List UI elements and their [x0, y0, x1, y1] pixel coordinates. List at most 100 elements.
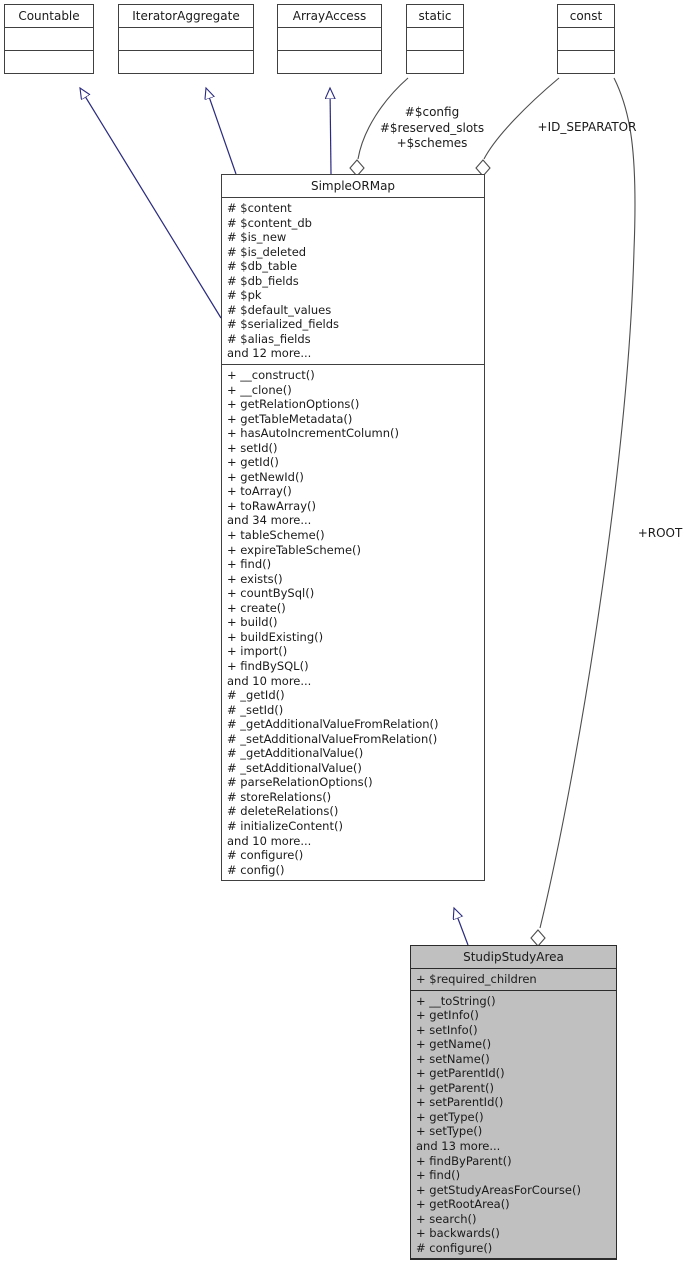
- attributes-compartment-static: [407, 28, 463, 51]
- class-member: # configure(): [416, 1240, 493, 1255]
- class-member: + getId(): [227, 455, 279, 470]
- class-member: # $content_db: [227, 215, 312, 230]
- class-name-studipstudyarea: StudipStudyArea: [411, 946, 616, 969]
- class-member: # $db_table: [227, 259, 298, 274]
- operations-compartment-iteratoraggregate: [119, 51, 253, 73]
- class-member: # _setAdditionalValue(): [227, 760, 362, 775]
- edge-simpleormap-iteratoraggregate: [206, 88, 237, 175]
- class-member: + buildExisting(): [227, 629, 324, 644]
- attributes-compartment-studipstudyarea: + $required_children: [411, 969, 616, 991]
- class-member: # storeRelations(): [227, 789, 332, 804]
- class-box-simpleormap[interactable]: SimpleORMap # $content# $content_db# $is…: [221, 174, 485, 882]
- class-member: + hasAutoIncrementColumn(): [227, 426, 399, 441]
- class-member: and 13 more...: [416, 1139, 501, 1154]
- class-name-simpleormap: SimpleORMap: [222, 175, 484, 198]
- class-member: # $is_deleted: [227, 244, 307, 259]
- class-name-arrayaccess: ArrayAccess: [278, 5, 381, 28]
- class-member: # parseRelationOptions(): [227, 775, 373, 790]
- class-member: + search(): [416, 1211, 477, 1226]
- class-member: + tableScheme(): [227, 528, 325, 543]
- class-member: + __toString(): [416, 993, 496, 1008]
- class-member: + __construct(): [227, 368, 315, 383]
- class-member: + toArray(): [227, 484, 292, 499]
- operations-compartment-studipstudyarea: + __toString()+ getInfo()+ setInfo()+ ge…: [411, 991, 616, 1260]
- edge-studipstudyarea-simpleormap: [454, 908, 469, 946]
- class-member: # $content: [227, 201, 292, 215]
- class-member: and 10 more...: [227, 673, 312, 688]
- class-box-iteratoraggregate[interactable]: IteratorAggregate: [118, 4, 254, 74]
- edge-const-studipstudyarea: [530, 77, 636, 947]
- class-member: + backwards(): [416, 1226, 500, 1241]
- operations-compartment-countable: [5, 51, 93, 73]
- class-member: + exists(): [227, 571, 283, 586]
- class-member: + __clone(): [227, 382, 292, 397]
- class-box-countable[interactable]: Countable: [4, 4, 94, 74]
- class-member: + find(): [416, 1168, 461, 1183]
- class-member: + getRootArea(): [416, 1197, 510, 1212]
- class-member: # _getId(): [227, 688, 285, 703]
- class-member: # _setId(): [227, 702, 284, 717]
- class-member: + setParentId(): [416, 1095, 504, 1110]
- attributes-compartment-arrayaccess: [278, 28, 381, 51]
- attributes-compartment-simpleormap: # $content# $content_db# $is_new# $is_de…: [222, 198, 484, 366]
- attributes-compartment-iteratoraggregate: [119, 28, 253, 51]
- attributes-compartment-const: [558, 28, 614, 51]
- class-name-iteratoraggregate: IteratorAggregate: [119, 5, 253, 28]
- class-member: + import(): [227, 644, 288, 659]
- edge-simpleormap-arrayaccess: [330, 88, 331, 175]
- class-member: # _getAdditionalValueFromRelation(): [227, 717, 439, 732]
- class-member: # $serialized_fields: [227, 317, 340, 332]
- class-member: # $default_values: [227, 302, 332, 317]
- class-box-studipstudyarea[interactable]: StudipStudyArea + $required_children + _…: [410, 945, 617, 1261]
- class-member: and 12 more...: [227, 346, 312, 361]
- class-member: # $is_new: [227, 230, 287, 245]
- operations-compartment-static: [407, 51, 463, 73]
- class-member: + getTableMetadata(): [227, 411, 353, 426]
- class-member: + expireTableScheme(): [227, 542, 361, 557]
- class-member: + getName(): [416, 1037, 492, 1052]
- class-name-countable: Countable: [5, 5, 93, 28]
- class-member: + getInfo(): [416, 1008, 479, 1023]
- edge-simpleormap-countable: [80, 88, 222, 319]
- class-name-const: const: [558, 5, 614, 28]
- class-member: + getStudyAreasForCourse(): [416, 1182, 581, 1197]
- class-member: # _getAdditionalValue(): [227, 746, 364, 761]
- class-member: + build(): [227, 615, 278, 630]
- class-member: + getType(): [416, 1109, 484, 1124]
- class-member: + getRelationOptions(): [227, 397, 360, 412]
- class-member: + findByParent(): [416, 1153, 512, 1168]
- class-box-const[interactable]: const: [557, 4, 615, 74]
- edge-label-const-simpleormap: +ID_SEPARATOR: [537, 120, 637, 134]
- class-member: + setId(): [227, 440, 278, 455]
- class-member: # $pk: [227, 288, 262, 303]
- edge-label-const-studipstudyarea: +ROOT: [637, 526, 683, 540]
- class-box-arrayaccess[interactable]: ArrayAccess: [277, 4, 382, 74]
- class-member: # initializeContent(): [227, 818, 343, 833]
- operations-compartment-simpleormap: + __construct()+ __clone()+ getRelationO…: [222, 365, 484, 880]
- class-member: + setName(): [416, 1051, 490, 1066]
- class-member: # _setAdditionalValueFromRelation(): [227, 731, 438, 746]
- operations-compartment-arrayaccess: [278, 51, 381, 73]
- class-member: + countBySql(): [227, 586, 315, 601]
- class-member: + getParent(): [416, 1080, 494, 1095]
- class-member: + toRawArray(): [227, 498, 316, 513]
- class-member: # config(): [227, 862, 285, 877]
- edge-label-static-simpleormap: #$config #$reserved_slots +$schemes: [379, 105, 485, 150]
- class-member: # $db_fields: [227, 273, 299, 288]
- class-member: # deleteRelations(): [227, 804, 339, 819]
- class-member: + $required_children: [416, 972, 537, 986]
- class-member: and 10 more...: [227, 833, 312, 848]
- class-member: + create(): [227, 600, 286, 615]
- class-member: + findBySQL(): [227, 658, 309, 673]
- class-member: and 34 more...: [227, 513, 312, 528]
- class-member: + getNewId(): [227, 469, 304, 484]
- class-box-static[interactable]: static: [406, 4, 464, 74]
- class-member: # configure(): [227, 848, 304, 863]
- class-member: + setType(): [416, 1124, 483, 1139]
- class-name-static: static: [407, 5, 463, 28]
- operations-compartment-const: [558, 51, 614, 73]
- class-member: # $alias_fields: [227, 331, 311, 346]
- class-member: + getParentId(): [416, 1066, 505, 1081]
- class-member: + setInfo(): [416, 1022, 478, 1037]
